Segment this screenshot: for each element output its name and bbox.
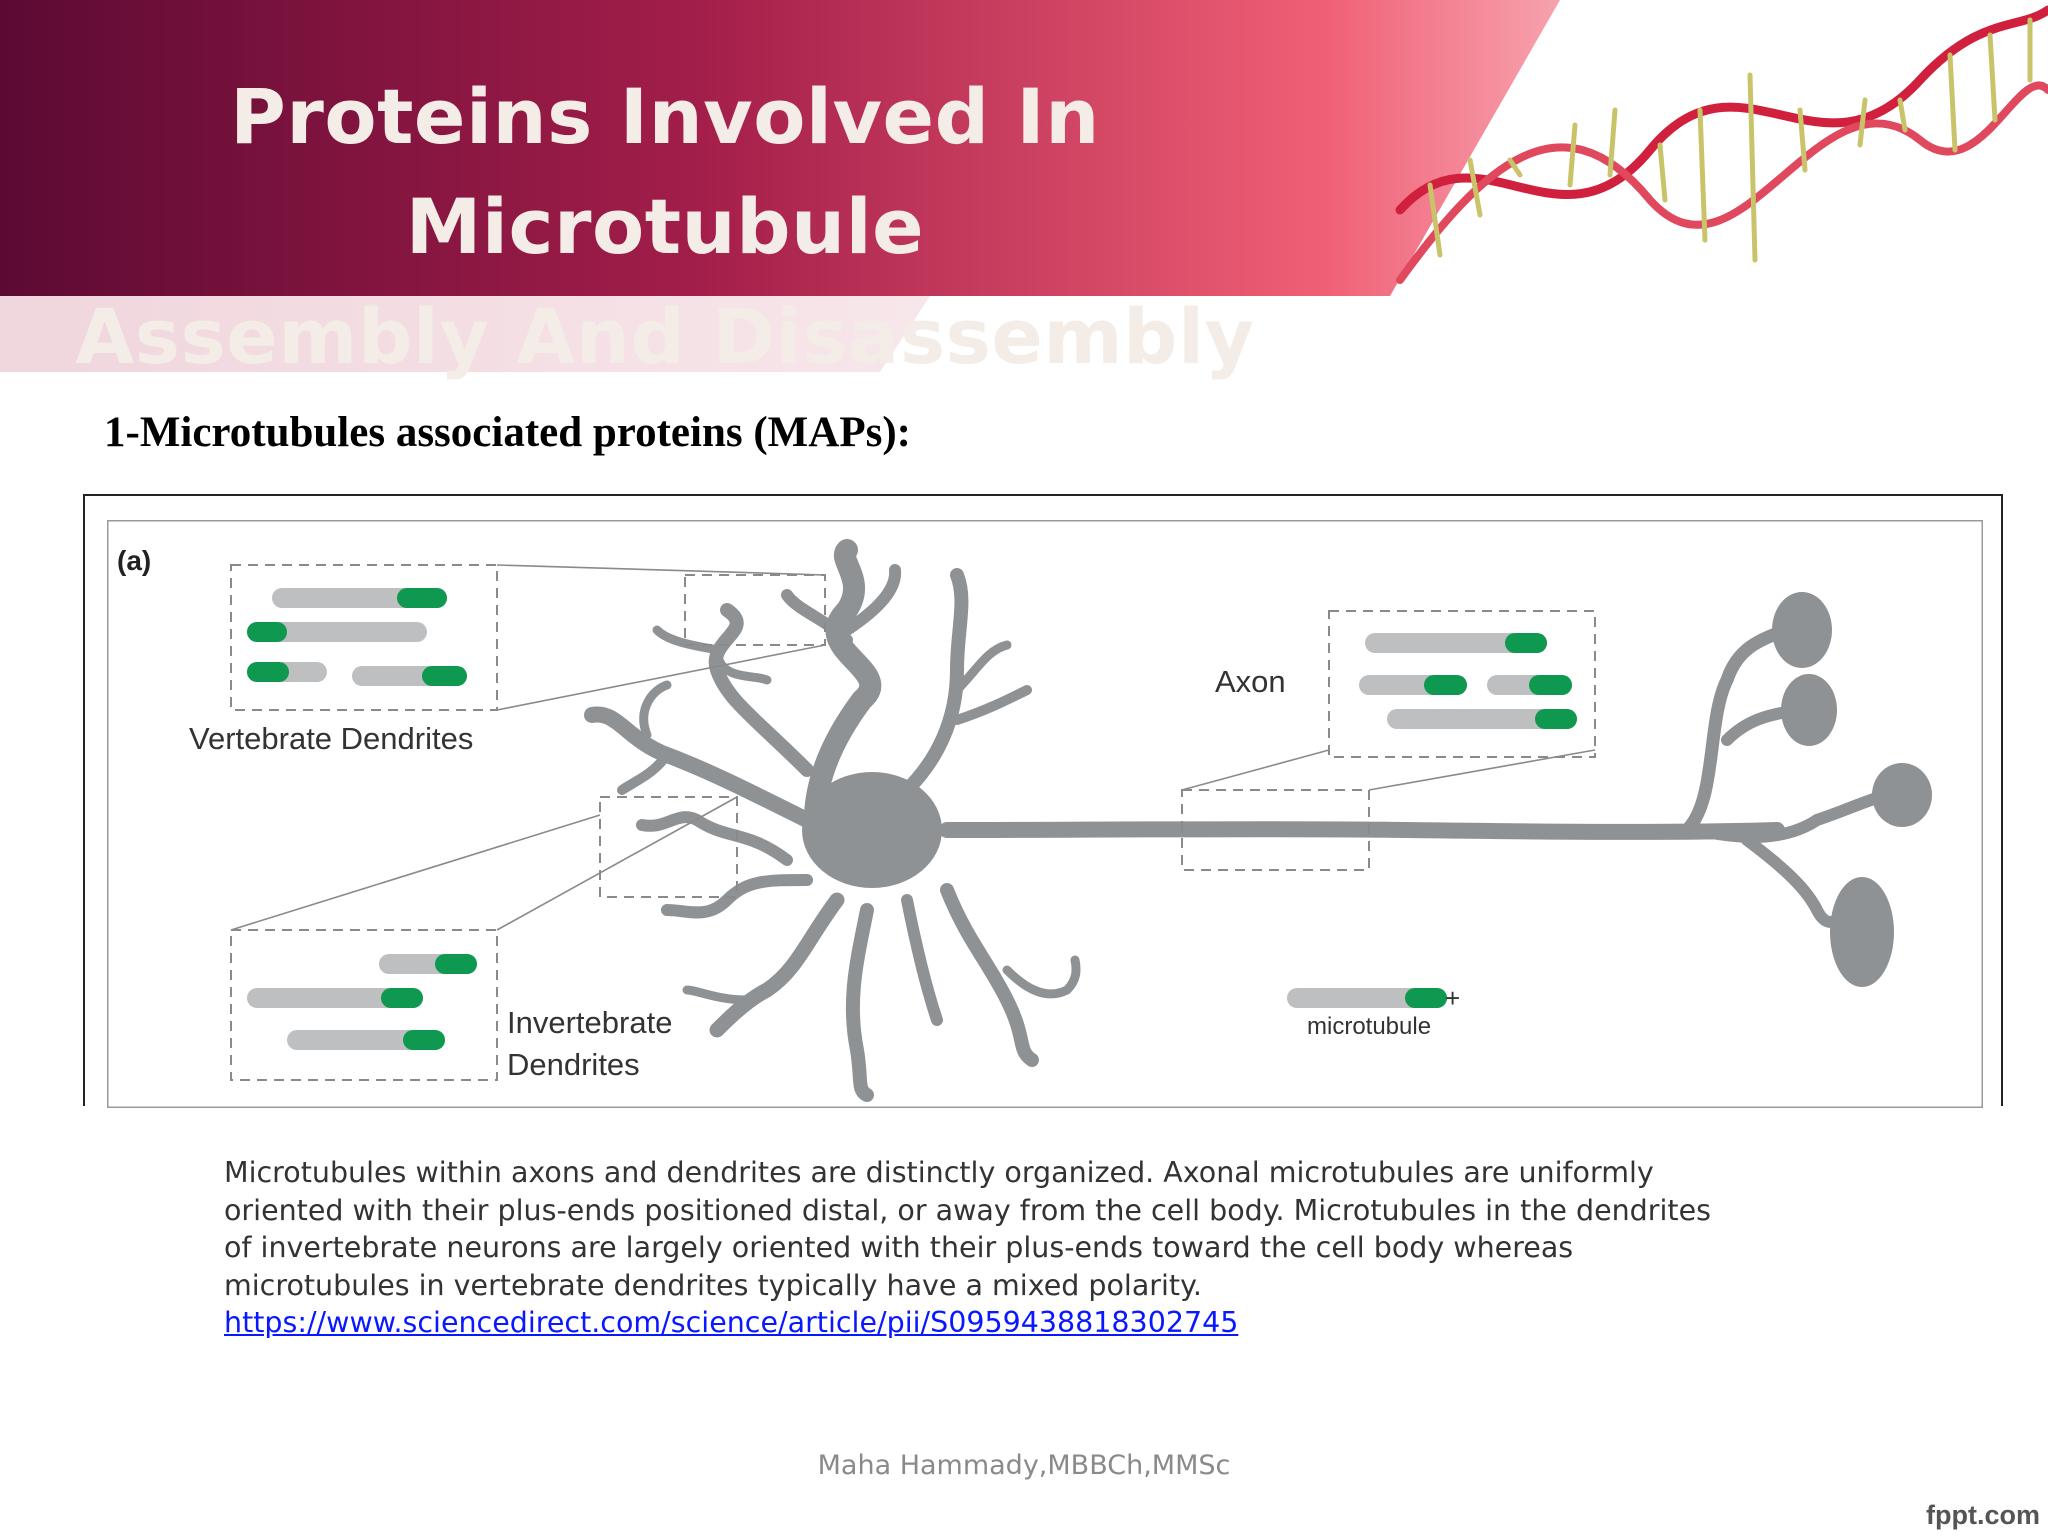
invertebrate-dendrites-box [230,929,498,1081]
label-invertebrate-line2: Dendrites [507,1047,640,1082]
caption-line: of invertebrate neurons are largely orie… [224,1231,1574,1264]
zoom-line [496,564,826,576]
caption-line: oriented with their plus-ends positioned… [224,1193,1711,1227]
vertebrate-dendrites-box [230,564,498,711]
axon-box [1328,610,1596,758]
section-heading: 1-Microtubules associated proteins (MAPs… [104,409,911,456]
header-main-band [0,0,1560,296]
legend-plus-sign: + [1445,983,1460,1013]
neuron-body [802,592,1932,987]
panel-label: (a) [117,545,151,576]
source-link[interactable]: https://www.sciencedirect.com/science/ar… [224,1306,1239,1339]
invertebrate-source-box [599,796,738,898]
legend-microtubule-label: microtubule [1307,1013,1431,1040]
slide-title-line1: Proteins Involved In Microtubule [230,72,1100,271]
vertebrate-source-box [684,574,826,646]
zoom-line [230,814,601,931]
caption-line: Microtubules within axons and dendrites … [224,1156,1654,1189]
dna-helix-image [1395,5,2048,284]
zoom-line [1368,749,1596,791]
header-banner [0,0,2048,372]
zoom-line [1181,749,1330,791]
label-invertebrate-line1: Invertebrate [507,1005,672,1040]
slide-title-line2: Assembly And Disassembly [75,292,1255,381]
label-axon: Axon [1215,664,1286,699]
slide-title: Proteins Involved In Microtubule Assembl… [0,62,1330,392]
invertebrate-microtubules [247,954,477,1050]
fppt-watermark: fppt.com [1926,1500,2040,1530]
figure-caption: Microtubules within axons and dendrites … [224,1154,1804,1342]
zoom-line [496,644,826,711]
axon-microtubules [1359,633,1577,729]
neuron-shape [584,539,1893,1102]
footer-author: Maha Hammady,MBBCh,MMSc [817,1450,1231,1481]
label-vertebrate-dendrites: Vertebrate Dendrites [189,721,473,756]
caption-line: microtubules in vertebrate dendrites typ… [224,1268,1202,1302]
neuron-microtubule-figure: (a) [107,520,1983,1108]
figure-frame: (a) [83,494,2003,1108]
header-shadow-band [0,296,930,372]
vertebrate-microtubules [247,588,467,686]
zoom-line [496,796,738,931]
axon-source-box [1181,789,1370,871]
